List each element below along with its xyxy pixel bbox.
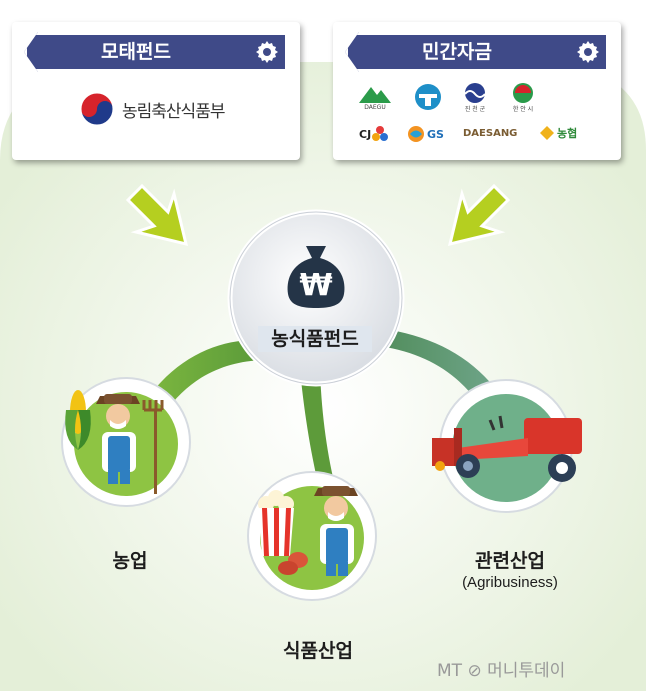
- nh-emblem-icon: [540, 126, 554, 140]
- agribusiness-label: (Agribusiness): [462, 574, 558, 591]
- fund-label: 농식품펀드: [258, 326, 372, 352]
- hamyang-logo: 한 안 시: [509, 82, 537, 113]
- taegeuk-icon: [80, 92, 114, 126]
- agriculture-label: 농업: [112, 550, 148, 572]
- swirl-emblem-icon: [513, 83, 533, 103]
- popcorn-chef-icon: [258, 486, 358, 576]
- ministry-name: 농림축산식품부: [122, 101, 225, 122]
- circle-emblem-icon: [415, 84, 441, 110]
- tractor-icon: [432, 415, 582, 482]
- arrow-down-left-icon: [447, 183, 511, 247]
- private-fund-header: 민간자금: [345, 32, 609, 72]
- daegu-logo: DAEGU: [357, 84, 393, 111]
- farmer-with-corn-icon: [65, 390, 164, 494]
- flower-icon: [372, 126, 389, 141]
- private-fund-title: 민간자금: [422, 41, 492, 63]
- food-industry-label: 식품산업: [283, 640, 353, 662]
- jeonbuk-logo: [413, 82, 443, 112]
- arrow-down-right-icon: [125, 183, 189, 247]
- ministry-logo: 농림축산식품부: [80, 92, 225, 126]
- jincheon-logo: 진 천 군: [461, 82, 489, 113]
- wave-emblem-icon: [464, 83, 486, 103]
- gs-swirl-icon: [408, 126, 424, 142]
- mountain-icon: [359, 87, 391, 103]
- private-fund-card: 민간자금 DAEGU 진 천 군 한 안 시 CJ GS DAESANG 농협: [333, 22, 621, 160]
- svg-text:₩: ₩: [299, 268, 332, 303]
- money-bag-icon: ₩: [287, 246, 345, 308]
- watermark: MT ⊘ 머니투데이: [437, 661, 566, 681]
- gear-icon: [577, 41, 599, 63]
- maternal-fund-header: 모태펀드: [24, 32, 288, 72]
- daesang-logo: DAESANG: [463, 128, 518, 139]
- nh-logo: 농협: [539, 125, 577, 141]
- related-industry-label: 관련산업: [475, 550, 545, 572]
- maternal-fund-card: 모태펀드 농림축산식품부: [12, 22, 300, 160]
- cj-logo: CJ: [359, 125, 389, 143]
- gs-logo: GS: [407, 125, 444, 143]
- maternal-fund-title: 모태펀드: [101, 41, 171, 63]
- gear-icon: [256, 41, 278, 63]
